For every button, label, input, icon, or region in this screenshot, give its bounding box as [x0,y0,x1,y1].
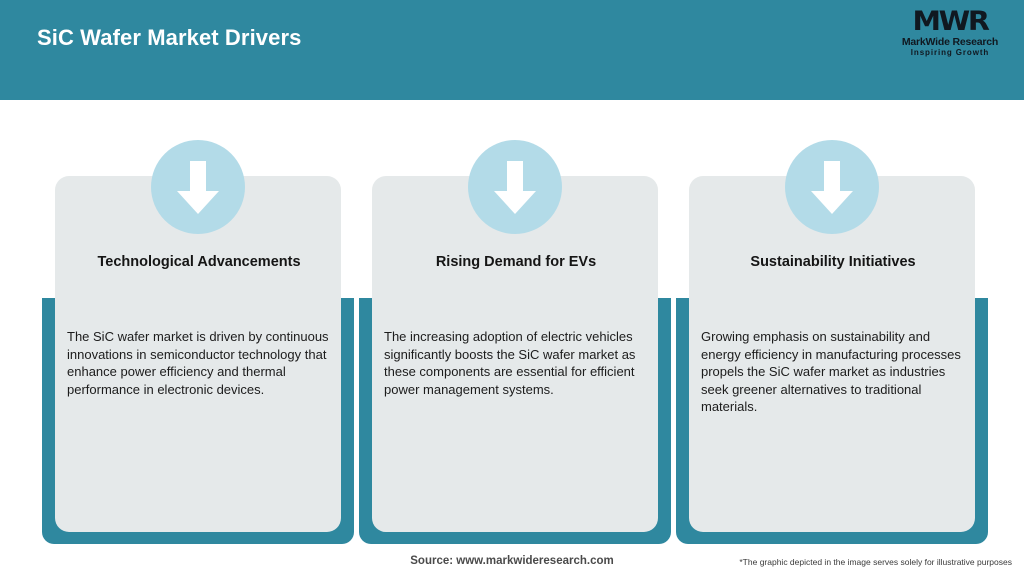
down-arrow-icon [468,140,562,234]
logo-company-name: MarkWide Research [901,36,999,48]
header-bar: SiC Wafer Market Drivers MWR MarkWide Re… [0,0,1024,100]
card-panel [55,176,341,532]
card-heading: Rising Demand for EVs [435,254,597,270]
card-body-text: Growing emphasis on sustainability and e… [701,329,961,414]
card-body-text: The SiC wafer market is driven by contin… [67,329,329,397]
down-arrow-icon [151,140,245,234]
down-arrow-icon [785,140,879,234]
logo-tagline: Inspiring Growth [910,48,990,57]
driver-card: Technological Advancements The SiC wafer… [42,100,354,545]
card-panel [689,176,975,532]
driver-cards-container: Technological Advancements The SiC wafer… [0,100,1024,545]
driver-card: Rising Demand for EVs The increasing ado… [359,100,671,545]
disclaimer-note: *The graphic depicted in the image serve… [739,557,1012,567]
source-label: Source: www.markwideresearch.com [410,555,614,567]
brand-logo: MWR MarkWide Research Inspiring Growth [894,8,1006,64]
card-panel [372,176,658,532]
logo-monogram-icon: MWR [912,6,989,37]
card-heading: Technological Advancements [97,254,301,270]
card-body-text: The increasing adoption of electric vehi… [384,329,636,397]
driver-card: Sustainability Initiatives Growing empha… [676,100,988,545]
page-title: SiC Wafer Market Drivers [37,25,302,50]
card-heading: Sustainability Initiatives [750,254,916,270]
